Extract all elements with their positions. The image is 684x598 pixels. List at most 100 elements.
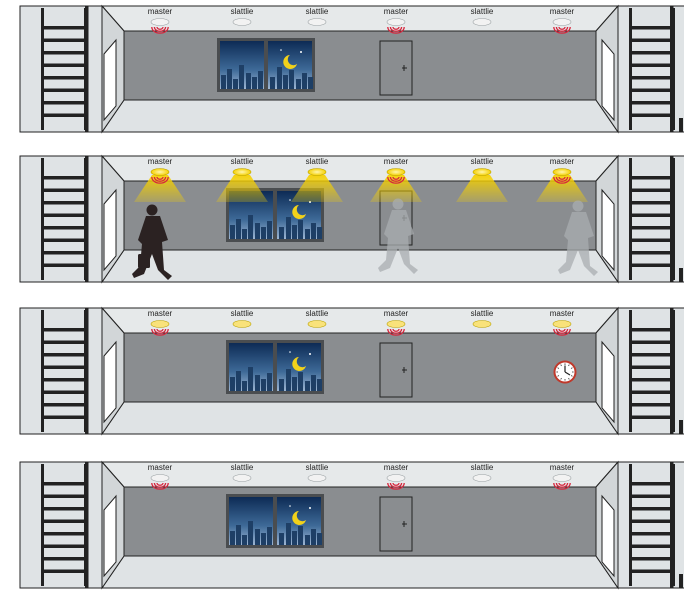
lamp-label: slattlie (306, 309, 329, 318)
building (230, 531, 235, 545)
building (221, 75, 226, 89)
building (242, 229, 247, 239)
stair-step (632, 495, 672, 499)
building (248, 521, 253, 545)
building (305, 535, 310, 545)
stair-step (632, 391, 672, 395)
walker-head (393, 199, 404, 210)
stair-step (632, 403, 672, 407)
side-panel (20, 6, 104, 132)
lamp-label: master (550, 309, 575, 318)
walker-head (147, 205, 158, 216)
stair-step (632, 341, 672, 345)
building (252, 77, 257, 89)
stair-step (44, 532, 84, 536)
stair-step (44, 520, 84, 524)
lamp-off (387, 475, 405, 482)
building (242, 381, 247, 391)
lamp-label: master (550, 157, 575, 166)
building (292, 531, 297, 545)
building (236, 371, 241, 391)
stair-step (632, 89, 672, 93)
building (289, 70, 294, 89)
right-post (670, 156, 674, 282)
door (380, 41, 412, 95)
back-wall (124, 333, 596, 402)
building (296, 79, 301, 89)
side-door-right (602, 496, 614, 576)
ceiling (102, 6, 618, 31)
stair-step (632, 557, 672, 561)
building (298, 372, 303, 391)
building (255, 223, 260, 239)
building (279, 227, 284, 239)
side-door-right (602, 342, 614, 422)
edge-mark (679, 420, 683, 434)
lamp-off (233, 475, 251, 482)
back-wall (124, 487, 596, 556)
lamp-dim (387, 321, 405, 328)
building (308, 77, 313, 89)
stair-step (632, 176, 672, 180)
lamp-on (151, 169, 169, 176)
stair-step (632, 101, 672, 105)
lamp-dim (473, 321, 491, 328)
building (239, 65, 244, 89)
stair-rail (41, 8, 44, 130)
building (283, 75, 288, 89)
stair-step (632, 114, 672, 118)
building (248, 367, 253, 391)
building (267, 221, 272, 239)
stair-rail (629, 8, 632, 130)
building (236, 525, 241, 545)
stair-step (44, 482, 84, 486)
stair-step (44, 545, 84, 549)
lamp-label: slattlie (471, 309, 494, 318)
stair-step (44, 251, 84, 255)
stair-step (632, 64, 672, 68)
building (255, 375, 260, 391)
stair-step (632, 328, 672, 332)
building (267, 527, 272, 545)
lamp-off (553, 19, 571, 26)
side-door-left (104, 496, 116, 576)
stair-step (44, 26, 84, 30)
lamp-label: slattlie (231, 157, 254, 166)
stair-step (44, 39, 84, 43)
building (230, 225, 235, 239)
lamp-label: slattlie (471, 157, 494, 166)
building (277, 67, 282, 89)
stair-step (44, 416, 84, 420)
lamp-label: slattlie (471, 463, 494, 472)
building (305, 229, 310, 239)
edge-mark (679, 118, 683, 132)
side-door-left (104, 190, 116, 270)
building (258, 71, 263, 89)
stair-step (632, 239, 672, 243)
lamp-on (387, 169, 405, 176)
stair-step (44, 176, 84, 180)
building (230, 377, 235, 391)
stair-step (44, 391, 84, 395)
stair-step (44, 341, 84, 345)
lamp-off (387, 19, 405, 26)
stair-step (632, 482, 672, 486)
stair-step (44, 189, 84, 193)
lamp-off (151, 19, 169, 26)
lamp-label: master (148, 463, 173, 472)
stair-step (44, 214, 84, 218)
stair-step (632, 532, 672, 536)
star-icon (289, 505, 291, 507)
building (233, 79, 238, 89)
building (261, 533, 266, 545)
stair-step (632, 189, 672, 193)
building (227, 69, 232, 89)
stair-step (44, 570, 84, 574)
lamp-label: master (384, 7, 409, 16)
building (261, 227, 266, 239)
lamp-dim (308, 321, 326, 328)
stair-step (632, 39, 672, 43)
side-door-right (602, 40, 614, 120)
lamp-dim (151, 321, 169, 328)
